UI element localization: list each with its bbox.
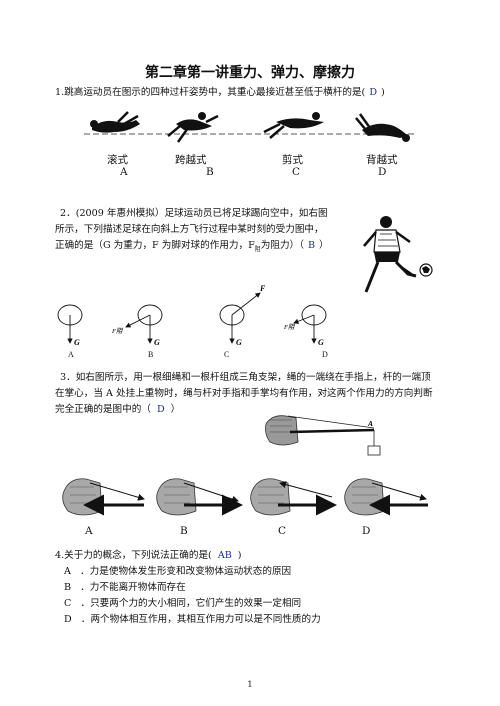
q1-high-jump-figures — [84, 111, 414, 143]
q3-answer: D — [156, 404, 165, 415]
q4-option-text: ．两个物体相互作用，其相互作用力可以是不同性质的力 — [80, 614, 321, 625]
rope-force-arrow — [89, 482, 145, 501]
rope-line — [287, 415, 375, 429]
rope-force-arrow — [371, 482, 427, 501]
q1-style-b-letter: B — [206, 166, 214, 178]
gravity-label: G — [318, 338, 324, 347]
q2-diagram-c-letter: C — [224, 350, 230, 359]
hand-icon — [156, 478, 197, 516]
q3-line-1: 3．如右图所示，用一根细绳和一根杆组成三角支架，绳的一端绕在手指上，杆的一端顶 — [60, 372, 431, 383]
q3-option-b-figure — [156, 478, 243, 516]
resistance-label: F阻 — [283, 323, 295, 331]
kick-force-label: F — [259, 284, 266, 293]
jumper-roll-figure — [90, 111, 140, 133]
q3-line-2: 在掌心，当 A 处挂上重物时，绳与杆对手指和手掌均有作用，对这两个作用力的方向判… — [55, 388, 433, 399]
q3-option-a-letter: A — [85, 525, 93, 537]
q2-diagram-c: F G — [219, 284, 266, 347]
q4-option-d: D ．两个物体相互作用，其相互作用力可以是不同性质的力 — [64, 612, 321, 628]
q3-option-a-figure — [62, 478, 145, 516]
q1-close: ) — [381, 87, 385, 98]
q3-option-d-letter: D — [362, 525, 371, 537]
q2-diagram-d: F阻 G — [283, 304, 327, 347]
q4-option-letter: C — [64, 598, 72, 609]
rod-line — [289, 428, 375, 434]
q4-option-letter: A — [64, 566, 71, 577]
q2-force-diagrams: G F阻 G F G F阻 G — [57, 284, 327, 347]
q3-line-3-text: 完全正确的是图中的（ — [55, 404, 151, 415]
q1-style-d-letter: D — [378, 166, 387, 178]
q1-style-a-letter: A — [120, 166, 128, 178]
hand-support-illustration: A — [265, 415, 381, 456]
q4-answer: AB — [217, 550, 232, 561]
q3-option-d-figure — [344, 478, 428, 516]
q4-option-text: ．只要两个力的大小相同，它们产生的效果一定相同 — [80, 598, 302, 609]
q2-diagram-a: G — [57, 304, 83, 347]
q3-line-3: 完全正确的是图中的（ D ） — [55, 402, 180, 418]
gravity-label: G — [236, 338, 242, 347]
q2-line-3b: 为阻力）（ — [260, 240, 304, 251]
q3-close: ） — [170, 404, 181, 415]
hand-icon — [265, 415, 299, 446]
point-a-label: A — [367, 419, 373, 428]
kick-force-arrow — [231, 292, 261, 316]
q3-option-c-letter: C — [278, 525, 287, 537]
q1-style-c-letter: C — [292, 166, 301, 178]
resistance-label: F阻 — [111, 327, 123, 335]
q4-option-c: C ．只要两个力的大小相同，它们产生的效果一定相同 — [64, 596, 301, 612]
jumper-scissors-figure — [263, 112, 324, 139]
q2-diagram-b-letter: B — [148, 350, 154, 359]
q2-diagram-d-letter: D — [322, 350, 328, 359]
q3-option-c-figure — [250, 478, 337, 516]
q2-diagram-b: F阻 G — [111, 304, 163, 347]
q4-stem-line: 4.关于力的概念，下列说法正确的是( AB) — [55, 548, 242, 564]
weight-box — [367, 445, 381, 456]
jumper-straddle-figure — [167, 112, 219, 143]
q4-option-letter: B — [64, 582, 72, 593]
q1-style-d-name: 背越式 — [366, 154, 398, 166]
hand-icon — [344, 478, 385, 516]
gravity-label: G — [154, 338, 160, 347]
q1-style-a-name: 滚式 — [107, 154, 128, 166]
jumper-flop-figure — [355, 113, 410, 142]
page-number: 1 — [247, 680, 253, 690]
q3-option-b-letter: B — [180, 525, 188, 537]
q1-style-b-name: 跨越式 — [175, 154, 207, 166]
page-title: 第二章第一讲重力、弹力、摩擦力 — [145, 65, 355, 81]
resistance-arrow — [293, 314, 315, 324]
q1-stem: 1.跳高运动员在图示的四种过杆姿势中，其重心最接近甚至低于横杆的是( — [55, 87, 366, 98]
q2-close: ） — [319, 240, 329, 251]
q4-option-b: B ．力不能离开物体而存在 — [64, 580, 186, 596]
q2-line-2: 所示，下列描述足球在向斜上方飞行过程中某时刻的受力图中， — [55, 224, 324, 235]
q3-option-figures — [62, 478, 428, 516]
resistance-arrow — [125, 314, 151, 328]
q2-diagram-a-letter: A — [68, 350, 74, 359]
q4-close: ) — [237, 550, 242, 561]
q4-stem: 4.关于力的概念，下列说法正确的是( — [55, 550, 212, 561]
gravity-label: G — [74, 338, 80, 347]
q1-answer: D — [369, 87, 378, 98]
q2-line-3-text: 正确的是（G 为重力，F 为脚对球的作用力，F — [55, 240, 255, 251]
q4-option-text: ．力是使物体发生形变和改变物体运动状态的原因 — [80, 566, 292, 577]
q2-line-3: 正确的是（G 为重力，F 为脚对球的作用力，F阻为阻力）（B） — [55, 238, 329, 257]
q2-line-1: 2．(2009 年惠州模拟）足球运动员已将足球踢向空中，如右图 — [60, 208, 328, 219]
q1-style-c-name: 剪式 — [282, 154, 303, 166]
hand-icon — [62, 478, 103, 516]
q1-stem-line: 1.跳高运动员在图示的四种过杆姿势中，其重心最接近甚至低于横杆的是(D) — [55, 85, 385, 101]
q2-answer: B — [307, 240, 316, 251]
q4-option-text: ．力不能离开物体而存在 — [80, 582, 186, 593]
q4-option-a: A ．力是使物体发生形变和改变物体运动状态的原因 — [64, 564, 291, 580]
q2-resistance-subscript: 阻 — [254, 245, 261, 253]
q4-option-letter: D — [64, 614, 72, 625]
soccer-player-illustration — [363, 216, 433, 293]
